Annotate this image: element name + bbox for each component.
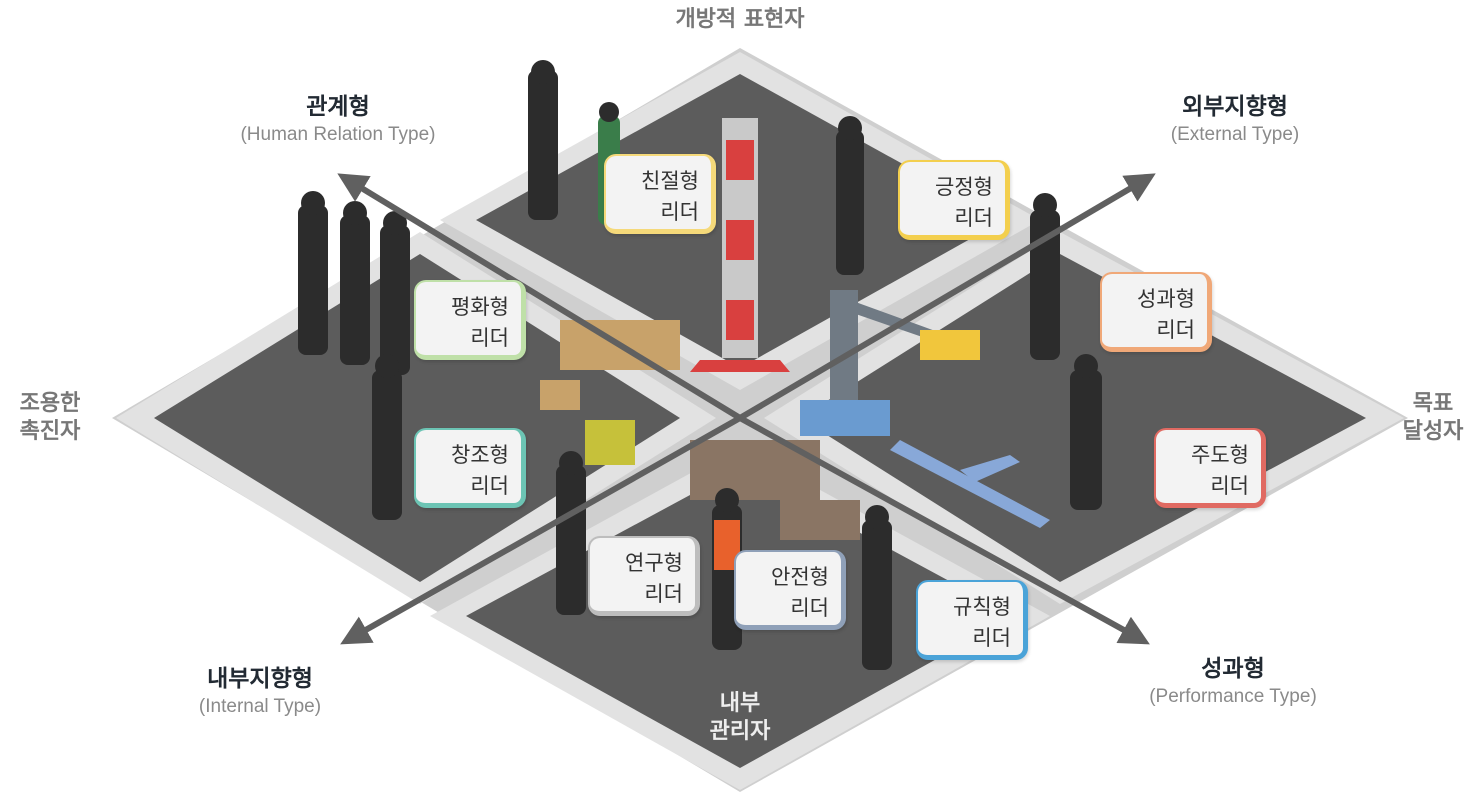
type-external-subtitle: (External Type)	[1170, 124, 1300, 145]
antenna-tower	[690, 118, 790, 372]
leader-card-friendly: 친절형 리더	[604, 154, 716, 234]
leader-card-peace: 평화형 리더	[414, 280, 526, 360]
leader-positive-line2: 리더	[954, 206, 993, 230]
arrow-external	[738, 173, 1156, 421]
leader-card-safety: 안전형 리더	[734, 550, 846, 630]
type-internal-subtitle: (Internal Type)	[198, 696, 322, 717]
axis-bottom-label: 내부 관리자	[690, 690, 790, 746]
leader-friendly-line2: 리더	[660, 200, 699, 224]
arrow-performance	[738, 415, 1150, 645]
axis-left-label: 조용한 촉진자	[0, 390, 100, 446]
type-human-relation-subtitle: (Human Relation Type)	[240, 124, 436, 145]
leader-rules-line1: 규칙형	[953, 595, 1011, 619]
leader-safety-line1: 안전형	[771, 565, 829, 589]
leader-positive-line1: 긍정형	[935, 175, 993, 199]
type-performance-title: 성과형	[1201, 656, 1265, 682]
arrow-human-relation	[337, 173, 742, 421]
leader-creative-line2: 리더	[470, 474, 509, 498]
axis-top-label: 개방적 표현자	[675, 7, 805, 32]
axis-left-line1: 조용한	[19, 391, 81, 416]
leader-research-line2: 리더	[644, 582, 683, 606]
leader-card-rules: 규칙형 리더	[916, 580, 1028, 660]
axis-right-line1: 목표	[1412, 391, 1454, 416]
leader-leading-line2: 리더	[1210, 474, 1249, 498]
leader-card-leading: 주도형 리더	[1154, 428, 1266, 508]
type-human-relation-title: 관계형	[306, 94, 370, 120]
type-human-relation: 관계형 (Human Relation Type)	[178, 92, 498, 148]
leader-research-line1: 연구형	[625, 551, 683, 575]
leader-card-positive: 긍정형 리더	[898, 160, 1010, 240]
conveyor-boxes	[540, 320, 680, 465]
crane	[800, 290, 980, 436]
leader-card-research: 연구형 리더	[588, 536, 700, 616]
axis-right-label: 목표 달성자	[1385, 390, 1481, 446]
type-external-title: 외부지향형	[1182, 94, 1288, 120]
arrow-internal	[340, 415, 742, 645]
leader-peace-line2: 리더	[470, 326, 509, 350]
axis-left-line2: 촉진자	[19, 419, 81, 444]
airplane	[890, 440, 1050, 528]
leader-rules-line2: 리더	[972, 626, 1011, 650]
axis-right-line2: 달성자	[1402, 419, 1464, 444]
type-performance: 성과형 (Performance Type)	[1098, 654, 1368, 710]
leader-creative-line1: 창조형	[451, 443, 509, 467]
type-performance-subtitle: (Performance Type)	[1149, 686, 1317, 707]
axis-bottom-line1: 내부	[719, 691, 761, 716]
leader-achievement-line2: 리더	[1156, 318, 1195, 342]
leader-friendly-line1: 친절형	[641, 169, 699, 193]
leader-achievement-line1: 성과형	[1137, 287, 1195, 311]
type-external: 외부지향형 (External Type)	[1115, 92, 1355, 148]
leader-safety-line2: 리더	[790, 596, 829, 620]
type-internal-title: 내부지향형	[207, 666, 313, 692]
axis-bottom-line2: 관리자	[709, 719, 771, 744]
people-figures	[298, 60, 1102, 670]
leader-card-achievement: 성과형 리더	[1100, 272, 1212, 352]
type-internal: 내부지향형 (Internal Type)	[140, 664, 380, 720]
leader-card-creative: 창조형 리더	[414, 428, 526, 508]
leader-peace-line1: 평화형	[451, 295, 509, 319]
leader-leading-line1: 주도형	[1191, 443, 1249, 467]
